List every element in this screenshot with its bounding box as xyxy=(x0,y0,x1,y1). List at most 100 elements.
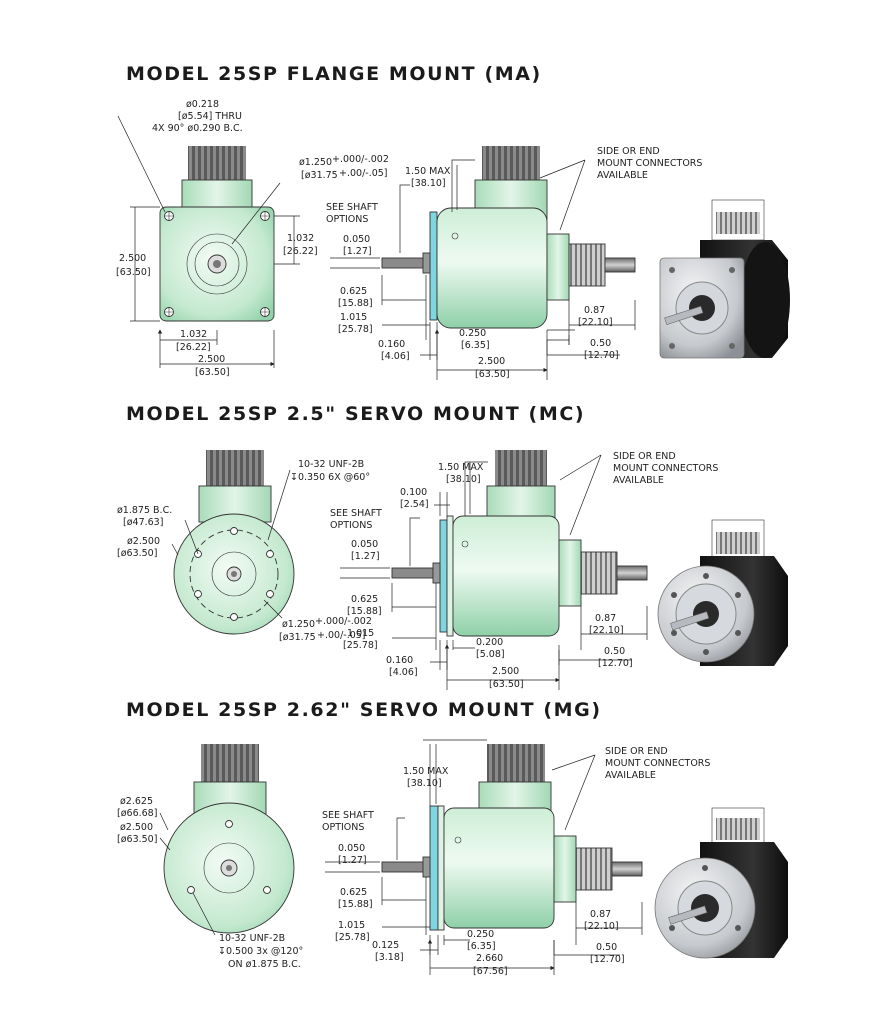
dim-label: ø2.500 xyxy=(127,536,160,547)
dim-label: [38.10] xyxy=(446,474,481,485)
dim-label: 1.015 xyxy=(340,312,367,323)
dim-label: [4.06] xyxy=(381,351,410,362)
dim-label: 0.87 xyxy=(584,305,605,316)
dim-label: 1.50 MAX xyxy=(405,166,451,177)
shaft xyxy=(381,257,427,269)
front-view xyxy=(117,115,300,368)
dim-label: +.00/-.05] xyxy=(317,630,366,641)
dim-label: [26.22] xyxy=(176,342,211,353)
dim-label: [22.10] xyxy=(578,317,613,328)
dim-label: [ø31.75 xyxy=(301,170,338,181)
dim-label: OPTIONS xyxy=(322,822,364,833)
encoder-body xyxy=(443,807,555,929)
dim-label: [1.27] xyxy=(351,551,380,562)
dim-label: 2.500 xyxy=(492,666,519,677)
dim-label: [ø63.50] xyxy=(117,834,157,845)
dim-label: ø2.625 xyxy=(120,796,153,807)
dim-label: OPTIONS xyxy=(330,520,372,531)
dim-label: 0.200 xyxy=(476,637,503,648)
section-servo-mount-mg: MODEL 25SP 2.62" SERVO MOUNT (MG) ø2.625… xyxy=(117,699,788,977)
side-view xyxy=(340,450,648,690)
dim-label: [63.50] xyxy=(195,367,230,378)
dim-label: AVAILABLE xyxy=(605,770,656,781)
dim-label: [63.50] xyxy=(489,679,524,690)
connector-thread xyxy=(482,146,540,184)
dim-label: ON ø1.875 B.C. xyxy=(228,959,301,970)
dim-label: 1.032 xyxy=(180,329,207,340)
dim-label: 4X 90° ø0.290 B.C. xyxy=(152,123,243,134)
encoder-body xyxy=(452,515,560,637)
front-view xyxy=(159,744,295,936)
front-view xyxy=(171,450,295,635)
dim-label: MOUNT CONNECTORS xyxy=(597,158,702,169)
dim-label: 10-32 UNF-2B xyxy=(298,459,364,470)
dim-label: [ø47.63] xyxy=(123,517,163,528)
dim-label: SIDE OR END xyxy=(605,746,668,757)
leader-line xyxy=(117,115,166,213)
dim-label: 0.625 xyxy=(351,594,378,605)
dim-label: ø1.250 xyxy=(282,619,315,630)
dim-label: MOUNT CONNECTORS xyxy=(613,463,718,474)
connector-collar xyxy=(181,179,253,211)
dim-label: +.000/-.002 xyxy=(315,616,372,627)
dim-label: ø1.250 xyxy=(299,157,332,168)
mounting-hole xyxy=(164,307,174,317)
dim-label: [5.08] xyxy=(476,649,505,660)
leader-line xyxy=(231,182,281,245)
dim-label: AVAILABLE xyxy=(613,475,664,486)
dim-label: 2.660 xyxy=(476,953,503,964)
dim-label: [38.10] xyxy=(407,778,442,789)
dim-label: 1.032 xyxy=(287,233,314,244)
mounting-hole xyxy=(164,211,174,221)
dim-label: OPTIONS xyxy=(326,214,368,225)
dim-label: +.000/-.002 xyxy=(332,154,389,165)
side-view xyxy=(330,146,636,380)
dim-label: [38.10] xyxy=(411,178,446,189)
dim-label: [1.27] xyxy=(338,855,367,866)
mounting-hole xyxy=(260,211,270,221)
dim-label: 1.015 xyxy=(338,920,365,931)
mounting-hole xyxy=(260,307,270,317)
dim-label: [6.35] xyxy=(467,941,496,952)
dim-label: [15.88] xyxy=(338,298,373,309)
dim-label: [15.88] xyxy=(338,899,373,910)
section-servo-mount-mc: MODEL 25SP 2.5" SERVO MOUNT (MC) 10-32 U… xyxy=(117,403,788,690)
dim-label: 0.160 xyxy=(386,655,413,666)
dim-label: 0.050 xyxy=(338,843,365,854)
dim-label: [ø31.75 xyxy=(279,632,316,643)
dim-label: [25.78] xyxy=(335,932,370,943)
dim-label: [22.10] xyxy=(589,625,624,636)
dim-label: 2.500 xyxy=(198,354,225,365)
connector-thread xyxy=(188,146,246,184)
dim-label: 0.625 xyxy=(340,887,367,898)
dim-label: 0.50 xyxy=(590,338,611,349)
section-title: MODEL 25SP FLANGE MOUNT (MA) xyxy=(126,63,542,85)
dim-label: 0.250 xyxy=(467,929,494,940)
dim-label: [ø66.68] xyxy=(117,808,157,819)
dim-label: [12.70] xyxy=(598,658,633,669)
dim-label: 0.100 xyxy=(400,487,427,498)
dim-label: [67.56] xyxy=(473,966,508,977)
dim-label: SIDE OR END xyxy=(597,146,660,157)
dim-label: [12.70] xyxy=(590,954,625,965)
dim-label: 0.050 xyxy=(343,234,370,245)
dim-label: [25.78] xyxy=(338,324,373,335)
section-title: MODEL 25SP 2.5" SERVO MOUNT (MC) xyxy=(126,403,585,425)
dim-label: [25.78] xyxy=(343,640,378,651)
dim-label: ø1.875 B.C. xyxy=(117,505,172,516)
dim-label: [ø5.54] THRU xyxy=(178,111,242,122)
dim-label: 2.500 xyxy=(478,356,505,367)
dim-label: 1.50 MAX xyxy=(438,462,484,473)
encoder-photo-servo-mc xyxy=(657,519,788,666)
dim-label: 10-32 UNF-2B xyxy=(219,933,285,944)
dim-label: [63.50] xyxy=(475,369,510,380)
dim-label: 0.160 xyxy=(378,339,405,350)
section-flange-mount: MODEL 25SP FLANGE MOUNT (MA) ø0.218 [ø5.… xyxy=(116,63,790,380)
section-title: MODEL 25SP 2.62" SERVO MOUNT (MG) xyxy=(126,699,602,721)
dim-label: +.00/-.05] xyxy=(339,168,388,179)
dim-label: ø2.500 xyxy=(120,822,153,833)
dim-label: [2.54] xyxy=(400,499,429,510)
dim-label: 0.050 xyxy=(351,539,378,550)
dim-label: ↧0.500 3x @120° xyxy=(218,946,303,957)
